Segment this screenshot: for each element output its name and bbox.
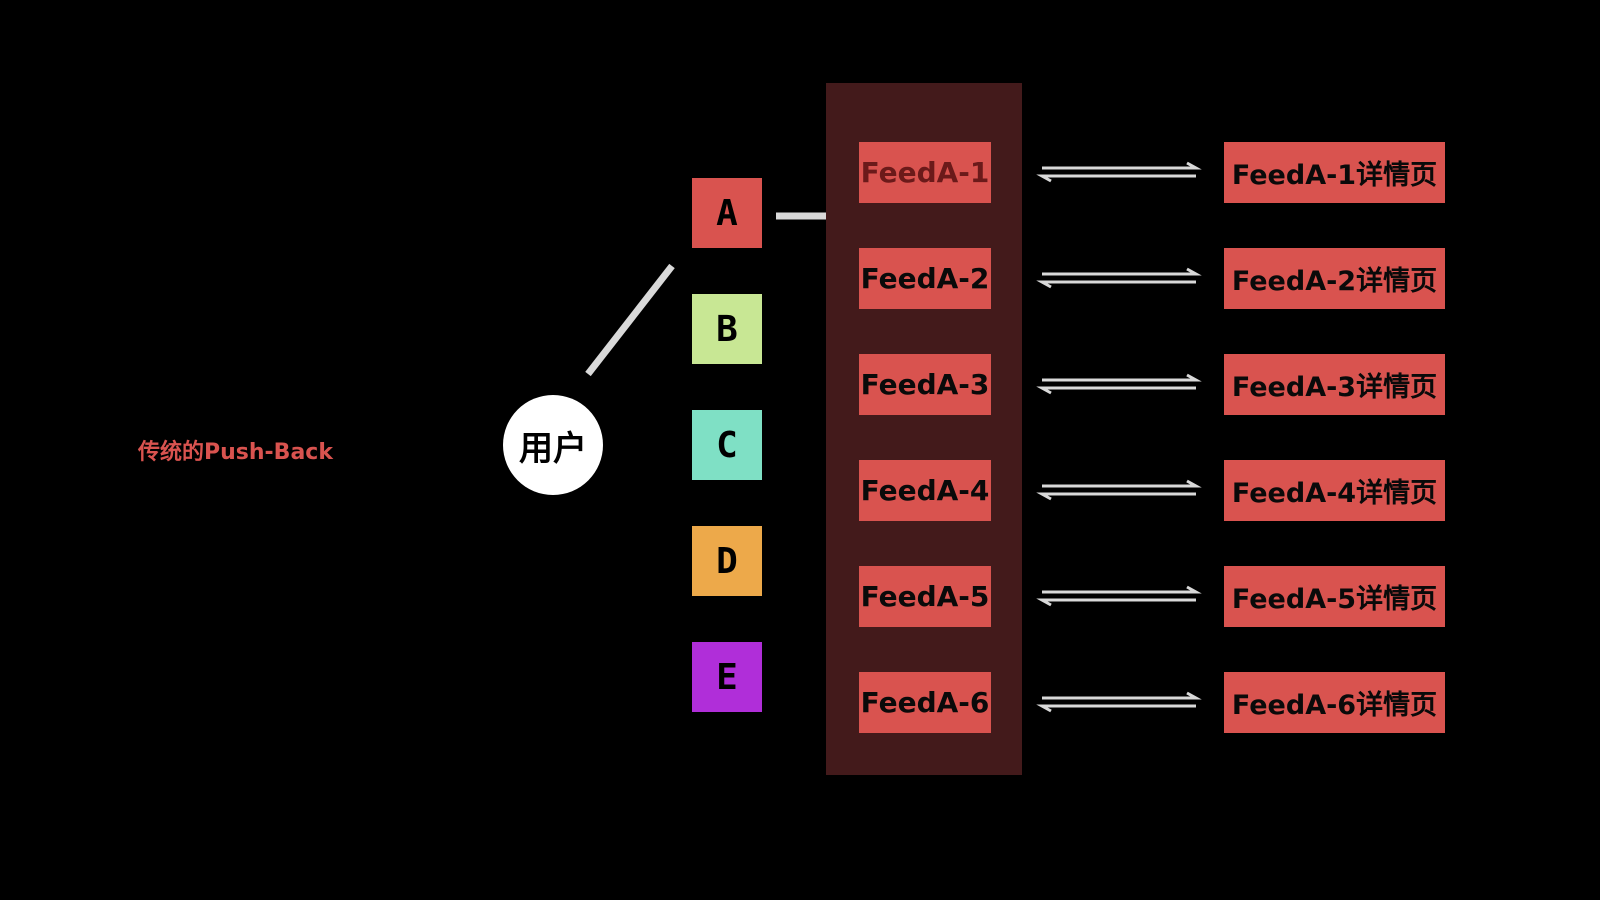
detail-page-5: FeedA-5详情页 <box>1224 566 1445 627</box>
exchange-arrow-5 <box>1036 585 1202 607</box>
diagram-caption: 传统的Push-Back <box>138 440 333 465</box>
feed-item-4: FeedA-4 <box>859 460 991 521</box>
user-node: 用户 <box>503 395 603 495</box>
exchange-arrow-2 <box>1036 267 1202 289</box>
exchange-arrow-6 <box>1036 691 1202 713</box>
detail-page-1: FeedA-1详情页 <box>1224 142 1445 203</box>
feed-item-3: FeedA-3 <box>859 354 991 415</box>
exchange-arrows <box>1036 161 1202 713</box>
category-e: E <box>692 642 762 712</box>
category-c: C <box>692 410 762 480</box>
category-d: D <box>692 526 762 596</box>
exchange-arrow-4 <box>1036 479 1202 501</box>
detail-page-6: FeedA-6详情页 <box>1224 672 1445 733</box>
feed-item-6: FeedA-6 <box>859 672 991 733</box>
exchange-arrow-3 <box>1036 373 1202 395</box>
user-to-a-connector <box>585 263 675 377</box>
feed-item-2: FeedA-2 <box>859 248 991 309</box>
detail-page-4: FeedA-4详情页 <box>1224 460 1445 521</box>
category-b: B <box>692 294 762 364</box>
feed-item-5: FeedA-5 <box>859 566 991 627</box>
detail-page-3: FeedA-3详情页 <box>1224 354 1445 415</box>
feed-item-1: FeedA-1 <box>859 142 991 203</box>
category-a: A <box>692 178 762 248</box>
exchange-arrow-1 <box>1036 161 1202 183</box>
detail-page-2: FeedA-2详情页 <box>1224 248 1445 309</box>
